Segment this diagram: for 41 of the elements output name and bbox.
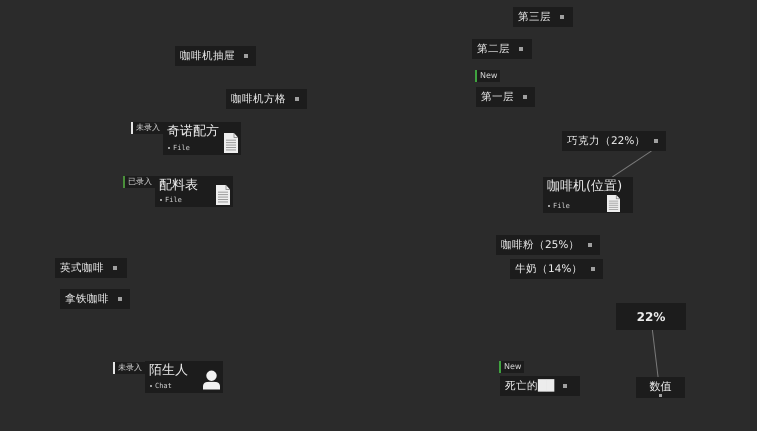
node-title: 数值 [648,381,672,392]
node-title: 陌生人 [149,364,188,377]
node-box [562,131,666,151]
node-box [500,376,580,396]
node-card [145,361,223,393]
node-title: 拿铁咖啡 [65,294,109,304]
node-title: 英式咖啡 [60,263,104,274]
status-tag: New [499,361,524,373]
node-title: 第二层 [477,44,510,54]
node-card [543,177,633,213]
node-box [226,89,307,109]
node-title: 牛奶（14%） [515,264,582,274]
node-title: 奇诺配方 [167,125,219,138]
node-box [60,289,130,309]
node-box [616,303,686,330]
node-box [636,377,685,398]
node-card [163,122,241,155]
node-title: 第一层 [481,92,514,102]
node-title: 22% [636,311,666,323]
status-tag: 未录入 [131,122,163,134]
node-title: 咖啡粉（25%） [501,240,580,250]
node-box [513,7,573,27]
node-card [155,176,233,207]
node-title: 咖啡机抽屉 [180,51,235,62]
node-title: 咖啡机方格 [231,94,286,104]
node-box [472,39,532,59]
node-title: 死亡的██ [505,381,554,392]
status-tag: 未录入 [113,362,145,374]
node-title: 第三层 [518,12,551,22]
node-box [55,258,127,278]
status-tag: New [475,70,500,82]
node-box [496,235,600,255]
node-box [476,87,535,107]
connector-line [652,330,659,378]
node-box [510,259,603,279]
node-title: 配料表 [159,179,198,192]
connector-line [612,150,652,178]
node-title: 咖啡机(位置) [547,180,622,193]
node-title: 巧克力（22%） [567,136,646,146]
node-box [175,46,256,66]
status-tag: 已录入 [123,176,155,188]
